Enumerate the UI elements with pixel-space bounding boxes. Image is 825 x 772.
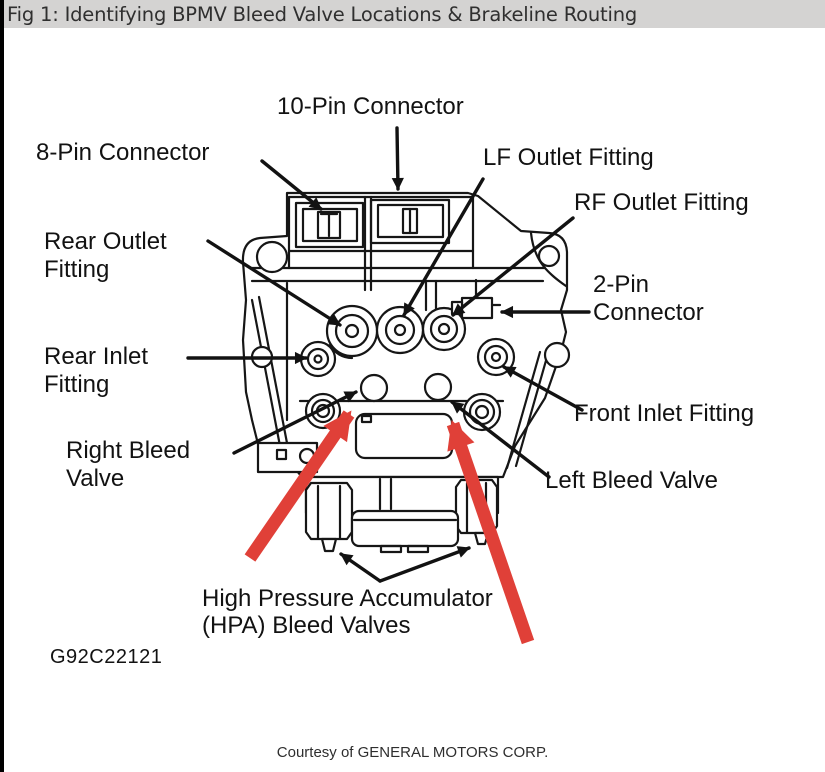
label-rf-outlet-fitting: RF Outlet Fitting xyxy=(574,189,749,216)
label-right-bleed-valve: Right Bleed Valve xyxy=(66,437,191,492)
figure-title-bar: Fig 1: Identifying BPMV Bleed Valve Loca… xyxy=(0,0,825,28)
leader-lf-outlet xyxy=(402,177,485,317)
label-2-pin-connector: 2-Pin Connector xyxy=(593,271,704,326)
red-arrow-right-hpa xyxy=(446,419,535,645)
label-hpa-bleed-valves: High Pressure Accumulator (HPA) Bleed Va… xyxy=(202,585,493,639)
red-arrow-left-hpa xyxy=(244,410,355,562)
left-border-rule xyxy=(0,0,4,772)
leader-left-bleed xyxy=(450,400,551,479)
leader-10-pin xyxy=(391,126,404,191)
leader-right-bleed xyxy=(232,390,358,455)
right-bleed-valve-port xyxy=(359,373,389,403)
label-front-inlet-fitting: Front Inlet Fitting xyxy=(574,400,755,427)
leader-rf-outlet xyxy=(451,216,575,317)
figure-title: Fig 1: Identifying BPMV Bleed Valve Loca… xyxy=(7,2,638,26)
courtesy-credit: Courtesy of GENERAL MOTORS CORP. xyxy=(276,744,549,761)
label-rear-outlet-fitting: Rear Outlet Fitting xyxy=(44,228,167,283)
leader-hpa-right xyxy=(378,546,471,583)
label-8-pin-connector: 8-Pin Connector xyxy=(36,139,210,166)
leader-8-pin xyxy=(260,159,323,211)
label-left-bleed-valve: Left Bleed Valve xyxy=(545,467,719,494)
leader-arrows xyxy=(186,126,591,583)
leader-rear-outlet xyxy=(206,239,342,327)
label-rear-inlet-fitting: Rear Inlet Fitting xyxy=(44,343,149,398)
leader-hpa-left xyxy=(339,552,382,583)
figure-code: G92C22121 xyxy=(50,646,163,668)
label-10-pin-connector: 10-Pin Connector xyxy=(277,93,464,120)
label-lf-outlet-fitting: LF Outlet Fitting xyxy=(483,144,654,171)
left-bleed-valve-port xyxy=(423,372,453,402)
leader-front-inlet xyxy=(502,365,584,412)
